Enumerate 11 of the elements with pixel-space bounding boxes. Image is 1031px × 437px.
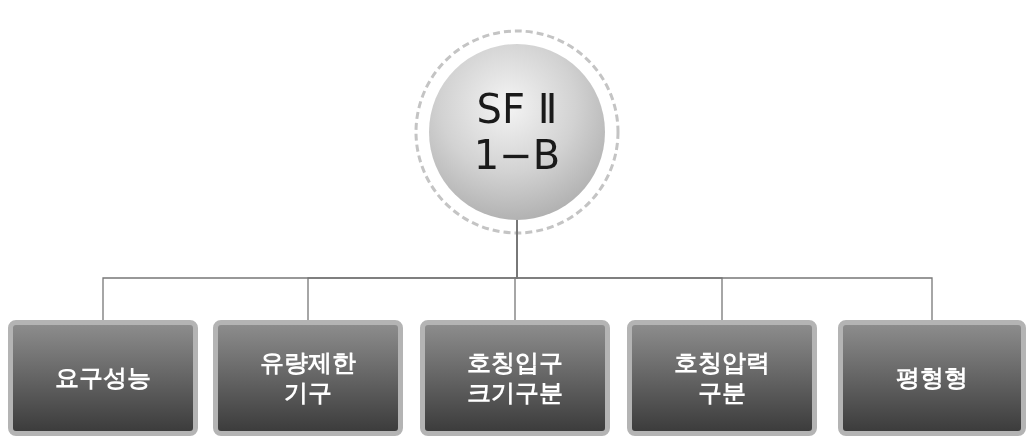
category-box — [8, 320, 198, 436]
node-label: 요구성능 — [54, 363, 152, 393]
node-label: 평형형 — [895, 363, 969, 393]
node-label: 호칭입구 크기구분 — [466, 348, 564, 408]
category-box — [420, 320, 610, 436]
category-box — [213, 320, 403, 436]
node-label: 유량제한 기구 — [259, 348, 357, 408]
node-label: SF Ⅱ 1−B — [472, 86, 562, 178]
category-box — [838, 320, 1026, 436]
node-label: 호칭압력 구분 — [673, 348, 771, 408]
category-box — [627, 320, 817, 436]
